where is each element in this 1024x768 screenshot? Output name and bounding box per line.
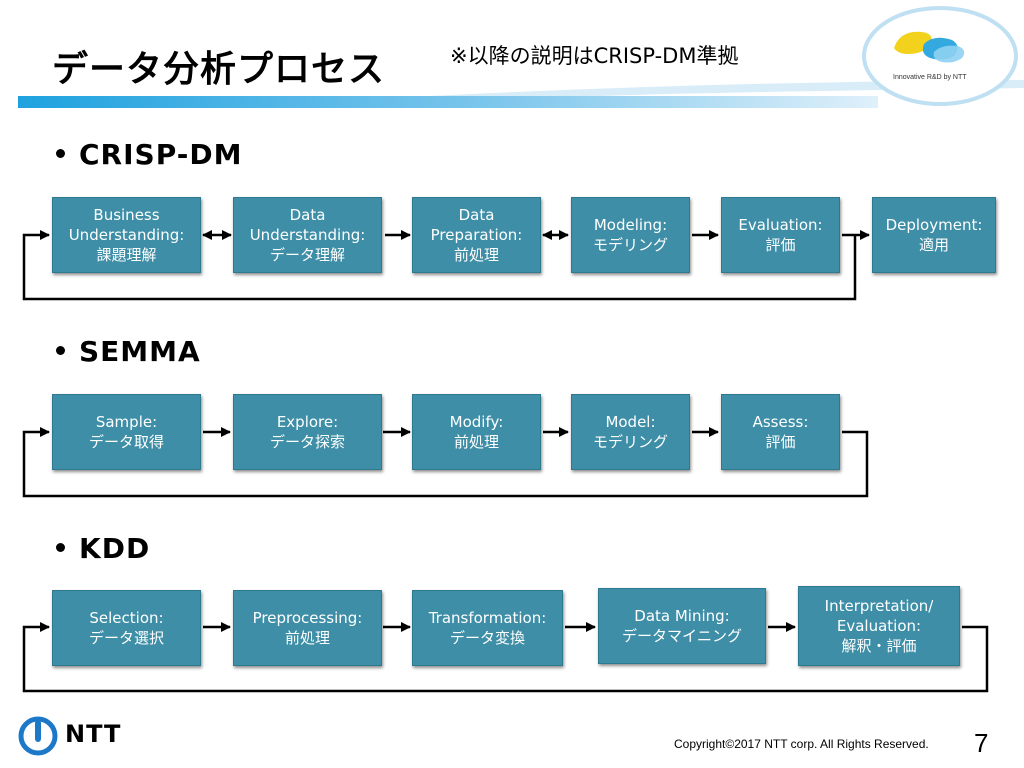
section-title-semma: SEMMA <box>56 335 201 368</box>
step-business-understanding: Business Understanding: 課題理解 <box>52 197 201 273</box>
step-deployment: Deployment: 適用 <box>872 197 996 273</box>
step-data-preparation: Data Preparation: 前処理 <box>412 197 541 273</box>
logo-yellow-swirl-icon <box>894 31 932 54</box>
step-sample: Sample: データ取得 <box>52 394 201 470</box>
bullet-icon <box>56 148 65 158</box>
loop-crisp <box>22 230 857 301</box>
bullet-icon <box>56 542 65 552</box>
step-evaluation: Evaluation: 評価 <box>721 197 840 273</box>
step-data-understanding: Data Understanding: データ理解 <box>233 197 382 273</box>
page-number: 7 <box>974 728 989 758</box>
copyright: Copyright©2017 NTT corp. All Rights Rese… <box>674 737 929 751</box>
slide-title: データ分析プロセス <box>52 49 386 90</box>
logo-lightblue-swirl-icon <box>933 45 965 63</box>
step-data-mining: Data Mining: データマイニング <box>598 588 766 664</box>
ntt-logo-text: NTT <box>65 720 122 748</box>
logo-tagline: Innovative R&D by NTT <box>893 74 967 81</box>
step-explore: Explore: データ探索 <box>233 394 382 470</box>
step-selection: Selection: データ選択 <box>52 590 201 666</box>
step-transformation: Transformation: データ変換 <box>412 590 563 666</box>
step-interpretation-evaluation: Interpretation/ Evaluation: 解釈・評価 <box>798 586 960 666</box>
ntt-logo-icon <box>18 716 58 756</box>
loop-kdd <box>22 622 989 693</box>
bullet-icon <box>56 345 65 355</box>
innovative-rd-logo <box>862 6 1018 106</box>
step-model: Model: モデリング <box>571 394 690 470</box>
section-title-crisp-dm: CRISP-DM <box>56 138 242 171</box>
step-assess: Assess: 評価 <box>721 394 840 470</box>
slide-note: ※以降の説明はCRISP-DM準拠 <box>450 44 739 68</box>
step-modeling: Modeling: モデリング <box>571 197 690 273</box>
loop-semma <box>22 427 869 498</box>
section-title-kdd: KDD <box>56 532 150 565</box>
step-preprocessing: Preprocessing: 前処理 <box>233 590 382 666</box>
step-modify: Modify: 前処理 <box>412 394 541 470</box>
